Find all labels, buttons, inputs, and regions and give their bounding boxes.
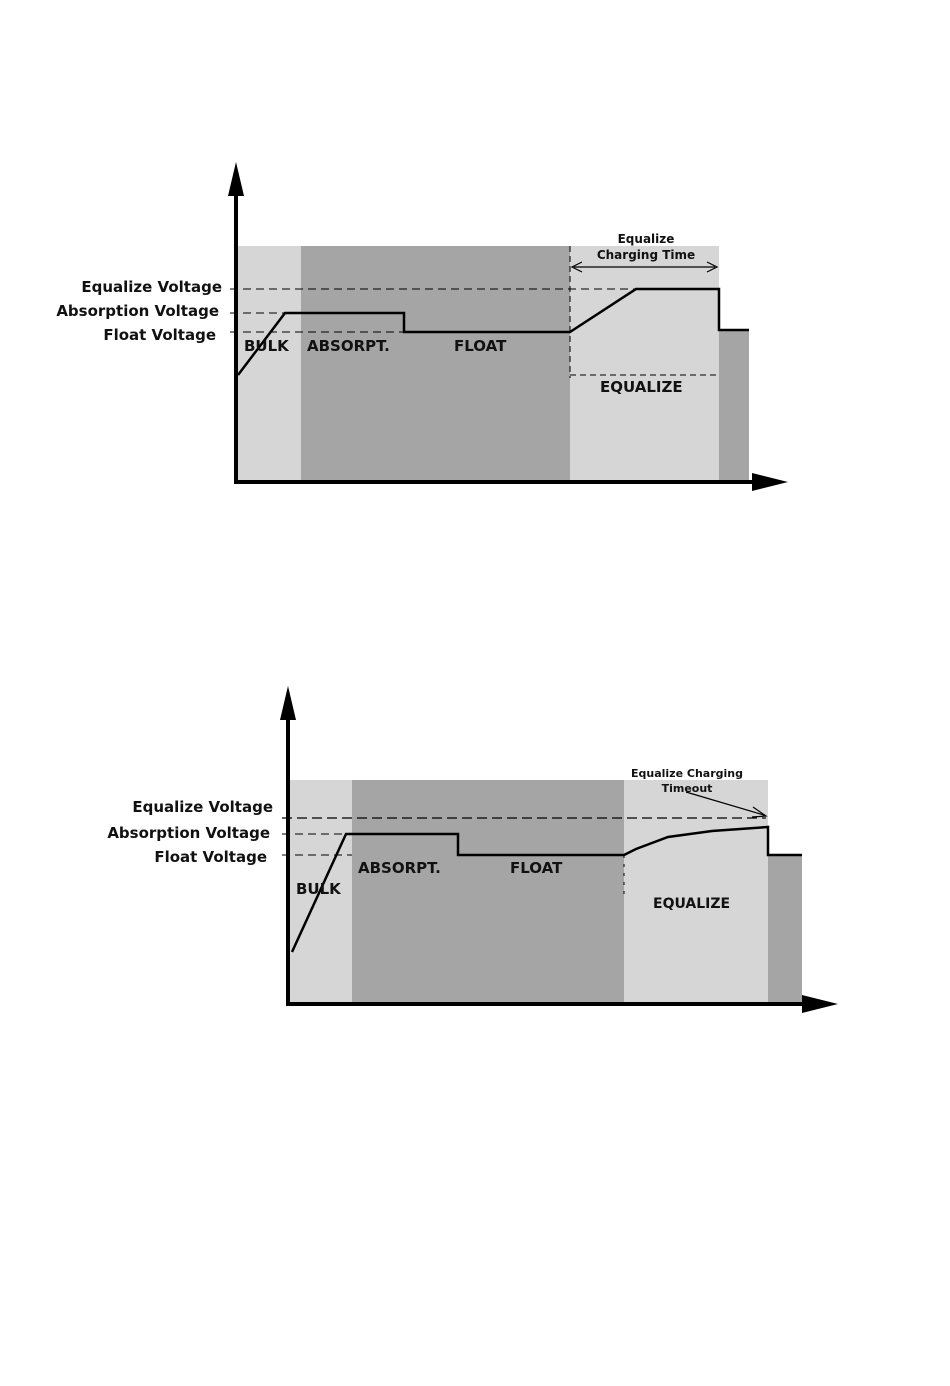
post-equalize-float-zone	[719, 330, 749, 482]
x-axis-arrowhead	[752, 473, 788, 491]
equalize-voltage-label: Equalize Voltage	[81, 278, 222, 296]
absorpt-label: ABSORPT.	[358, 859, 441, 877]
equalize-timeout-annotation-line2: Timeout	[662, 782, 713, 795]
float-label: FLOAT	[510, 859, 563, 877]
equalize-time-annotation-line2: Charging Time	[597, 248, 695, 262]
charging-diagram-equalize-timeout: Equalize Voltage Absorption Voltage Floa…	[0, 520, 950, 1040]
absorption-voltage-label: Absorption Voltage	[107, 824, 270, 842]
charging-diagram-equalize-time: Equalize Voltage Absorption Voltage Floa…	[0, 0, 950, 520]
diagram-2-canvas: Equalize Voltage Absorption Voltage Floa…	[0, 520, 950, 1040]
absorpt-float-zone	[352, 780, 624, 1002]
equalize-time-annotation-line1: Equalize	[618, 232, 675, 246]
equalize-voltage-label: Equalize Voltage	[132, 798, 273, 816]
float-label: FLOAT	[454, 337, 507, 355]
equalize-timeout-annotation-line1: Equalize Charging	[631, 767, 743, 780]
bulk-label: BULK	[244, 337, 290, 355]
equalize-label: EQUALIZE	[600, 378, 683, 396]
absorpt-label: ABSORPT.	[307, 337, 390, 355]
bulk-label: BULK	[296, 880, 342, 898]
equalize-label: EQUALIZE	[653, 896, 730, 912]
absorpt-float-zone	[301, 246, 570, 482]
float-voltage-label: Float Voltage	[154, 848, 267, 866]
y-axis-arrowhead	[228, 162, 244, 196]
diagram-1-canvas: Equalize Voltage Absorption Voltage Floa…	[0, 0, 950, 520]
equalize-zone	[624, 780, 768, 1002]
y-axis-arrowhead	[280, 686, 296, 720]
float-voltage-label: Float Voltage	[103, 326, 216, 344]
equalize-zone	[570, 246, 719, 482]
absorption-voltage-label: Absorption Voltage	[56, 302, 219, 320]
x-axis-arrowhead	[802, 995, 838, 1013]
post-equalize-float-zone	[768, 855, 802, 1002]
